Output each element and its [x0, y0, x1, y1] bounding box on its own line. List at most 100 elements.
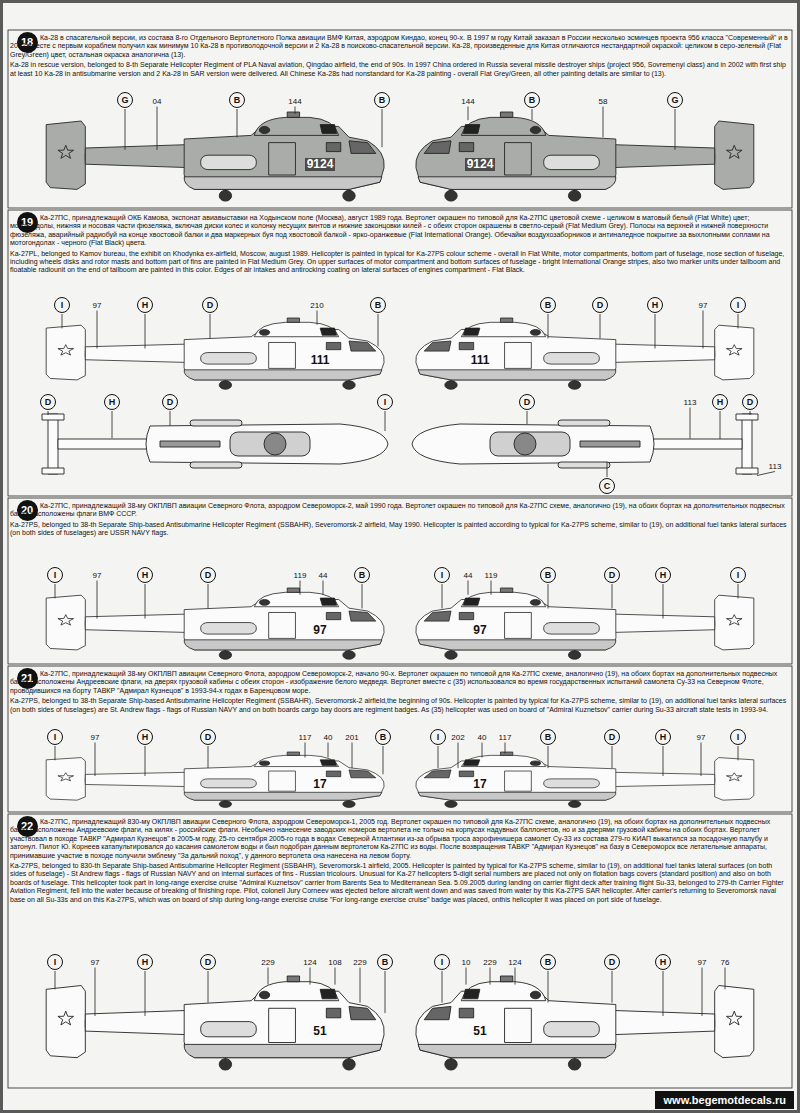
decal-number: 97	[92, 301, 103, 310]
node-text: H	[660, 570, 667, 580]
node-text: B	[545, 570, 552, 580]
leader-line	[145, 584, 146, 619]
callout-letter: B	[540, 297, 556, 313]
decal-number: 44	[318, 571, 329, 580]
leader-line	[458, 743, 459, 769]
leader-line	[310, 968, 311, 985]
leader-line	[97, 311, 98, 349]
callout-letter: I	[434, 954, 450, 970]
node-text: B	[545, 732, 552, 742]
leader-line	[612, 584, 613, 608]
decal-number: 117	[298, 733, 313, 742]
fuselage-number: 51	[471, 1025, 488, 1038]
leader-line	[145, 971, 146, 1016]
node-text: H	[660, 732, 667, 742]
node-text: B	[382, 957, 389, 967]
node-text: H	[717, 397, 724, 407]
node-text: H	[142, 300, 149, 310]
decal-number: 113	[768, 462, 783, 471]
callout-letter: I	[47, 954, 63, 970]
decal-number: 97	[696, 733, 707, 742]
callout-letter: H	[137, 297, 153, 313]
node-text: G	[671, 95, 678, 105]
leader-line	[352, 743, 353, 769]
leader-line	[548, 314, 549, 338]
decal-number: 229	[260, 958, 275, 967]
leader-line	[95, 968, 96, 1016]
decal-number: 58	[598, 97, 609, 106]
node-text: www.begemotdecals.ru	[664, 1094, 786, 1106]
callout-letter: B	[354, 567, 370, 583]
leader-line	[323, 581, 324, 595]
callout-letter: D	[200, 954, 216, 970]
node-text: B	[380, 732, 387, 742]
profile-description: Ка-28 в спасательной версии, из состава …	[10, 34, 788, 59]
leader-line	[612, 971, 613, 1003]
node-text: I	[737, 570, 740, 580]
callout-letter: I	[730, 729, 746, 745]
leader-line	[442, 971, 443, 1003]
node-text: C	[604, 481, 611, 491]
callout-letter: D	[604, 954, 620, 970]
leader-line	[690, 408, 691, 439]
decal-number: 44	[463, 571, 474, 580]
node-text: I	[737, 300, 740, 310]
decal-number: 144	[460, 97, 475, 106]
callout-letter: H	[655, 729, 671, 745]
leader-line	[125, 109, 126, 150]
node-text: I	[54, 957, 57, 967]
decal-number: 10	[461, 958, 472, 967]
profile-description: Ка-27ПС, принадлежащий 38-му ОКПЛВП авиа…	[10, 670, 788, 695]
leader-line	[548, 746, 549, 768]
leader-line	[383, 746, 384, 774]
leader-line	[157, 107, 158, 150]
node-text: B	[379, 95, 386, 105]
leader-line	[600, 314, 601, 338]
leader-line	[55, 584, 56, 598]
node-text: I	[54, 732, 57, 742]
decal-number: 202	[450, 733, 465, 742]
node-text: D	[167, 397, 174, 407]
node-text: H	[142, 732, 149, 742]
leader-line	[237, 109, 238, 137]
decal-number: 124	[302, 958, 317, 967]
node-text: H	[109, 397, 116, 407]
leader-line	[208, 971, 209, 1003]
leader-line	[532, 109, 533, 120]
leader-line	[382, 109, 383, 147]
node-text: I	[384, 397, 387, 407]
decal-number: 113	[683, 398, 698, 407]
profile-description: Ка-27ПС, принадлежащий 830-му ОКПЛВП ави…	[10, 818, 788, 860]
decal-number: 201	[344, 733, 359, 742]
node-text: I	[54, 570, 57, 580]
leader-line	[757, 472, 775, 476]
decal-number: 229	[482, 958, 497, 967]
node-text: D	[205, 732, 212, 742]
callout-letter: H	[647, 297, 663, 313]
node-text: H	[652, 300, 659, 310]
node-text: B	[529, 95, 536, 105]
decal-number: 97	[90, 733, 101, 742]
profile-description: Ka-27PS, belonged to 38-th Separate Ship…	[10, 697, 788, 714]
leader-line	[55, 971, 56, 989]
profile-description: Ka-27PL, belonged to Kamov bureau, the e…	[10, 250, 788, 275]
decal-number: 40	[323, 733, 334, 742]
leader-line	[750, 411, 751, 415]
ka27-bottom-view	[412, 414, 758, 474]
fuselage-number: 97	[471, 624, 488, 637]
callout-letter: H	[137, 567, 153, 583]
ka27-right-view	[416, 588, 754, 659]
leader-line	[62, 314, 63, 328]
node-text: H	[660, 957, 667, 967]
paper	[3, 3, 797, 1110]
callout-letter: I	[47, 729, 63, 745]
decal-number: 40	[477, 733, 488, 742]
leader-line	[385, 411, 386, 431]
fuselage-number: 97	[311, 624, 328, 637]
ka27-right-view	[416, 976, 754, 1070]
leader-line	[663, 746, 664, 776]
leader-line	[300, 581, 301, 595]
